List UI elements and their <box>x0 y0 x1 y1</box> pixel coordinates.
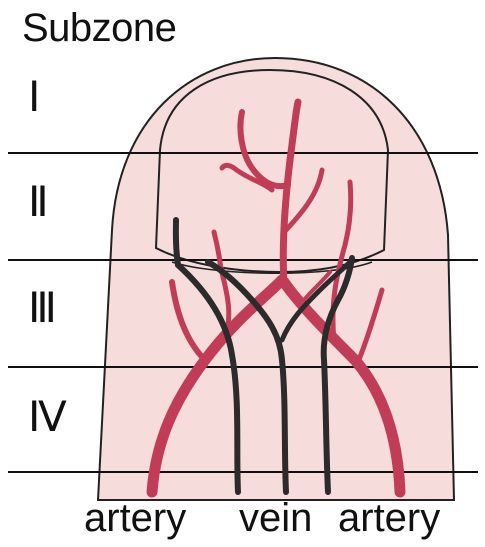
label-artery-left: artery <box>84 496 186 541</box>
diagram-title: Subzone <box>22 6 176 51</box>
subzone-label-1: Ⅰ <box>28 72 88 122</box>
label-artery-right: artery <box>338 496 440 541</box>
label-vein: vein <box>239 496 312 541</box>
subzone-label-4: Ⅳ <box>28 392 88 442</box>
subzone-label-3: Ⅲ <box>28 283 88 333</box>
subzone-label-2: Ⅱ <box>28 177 88 227</box>
